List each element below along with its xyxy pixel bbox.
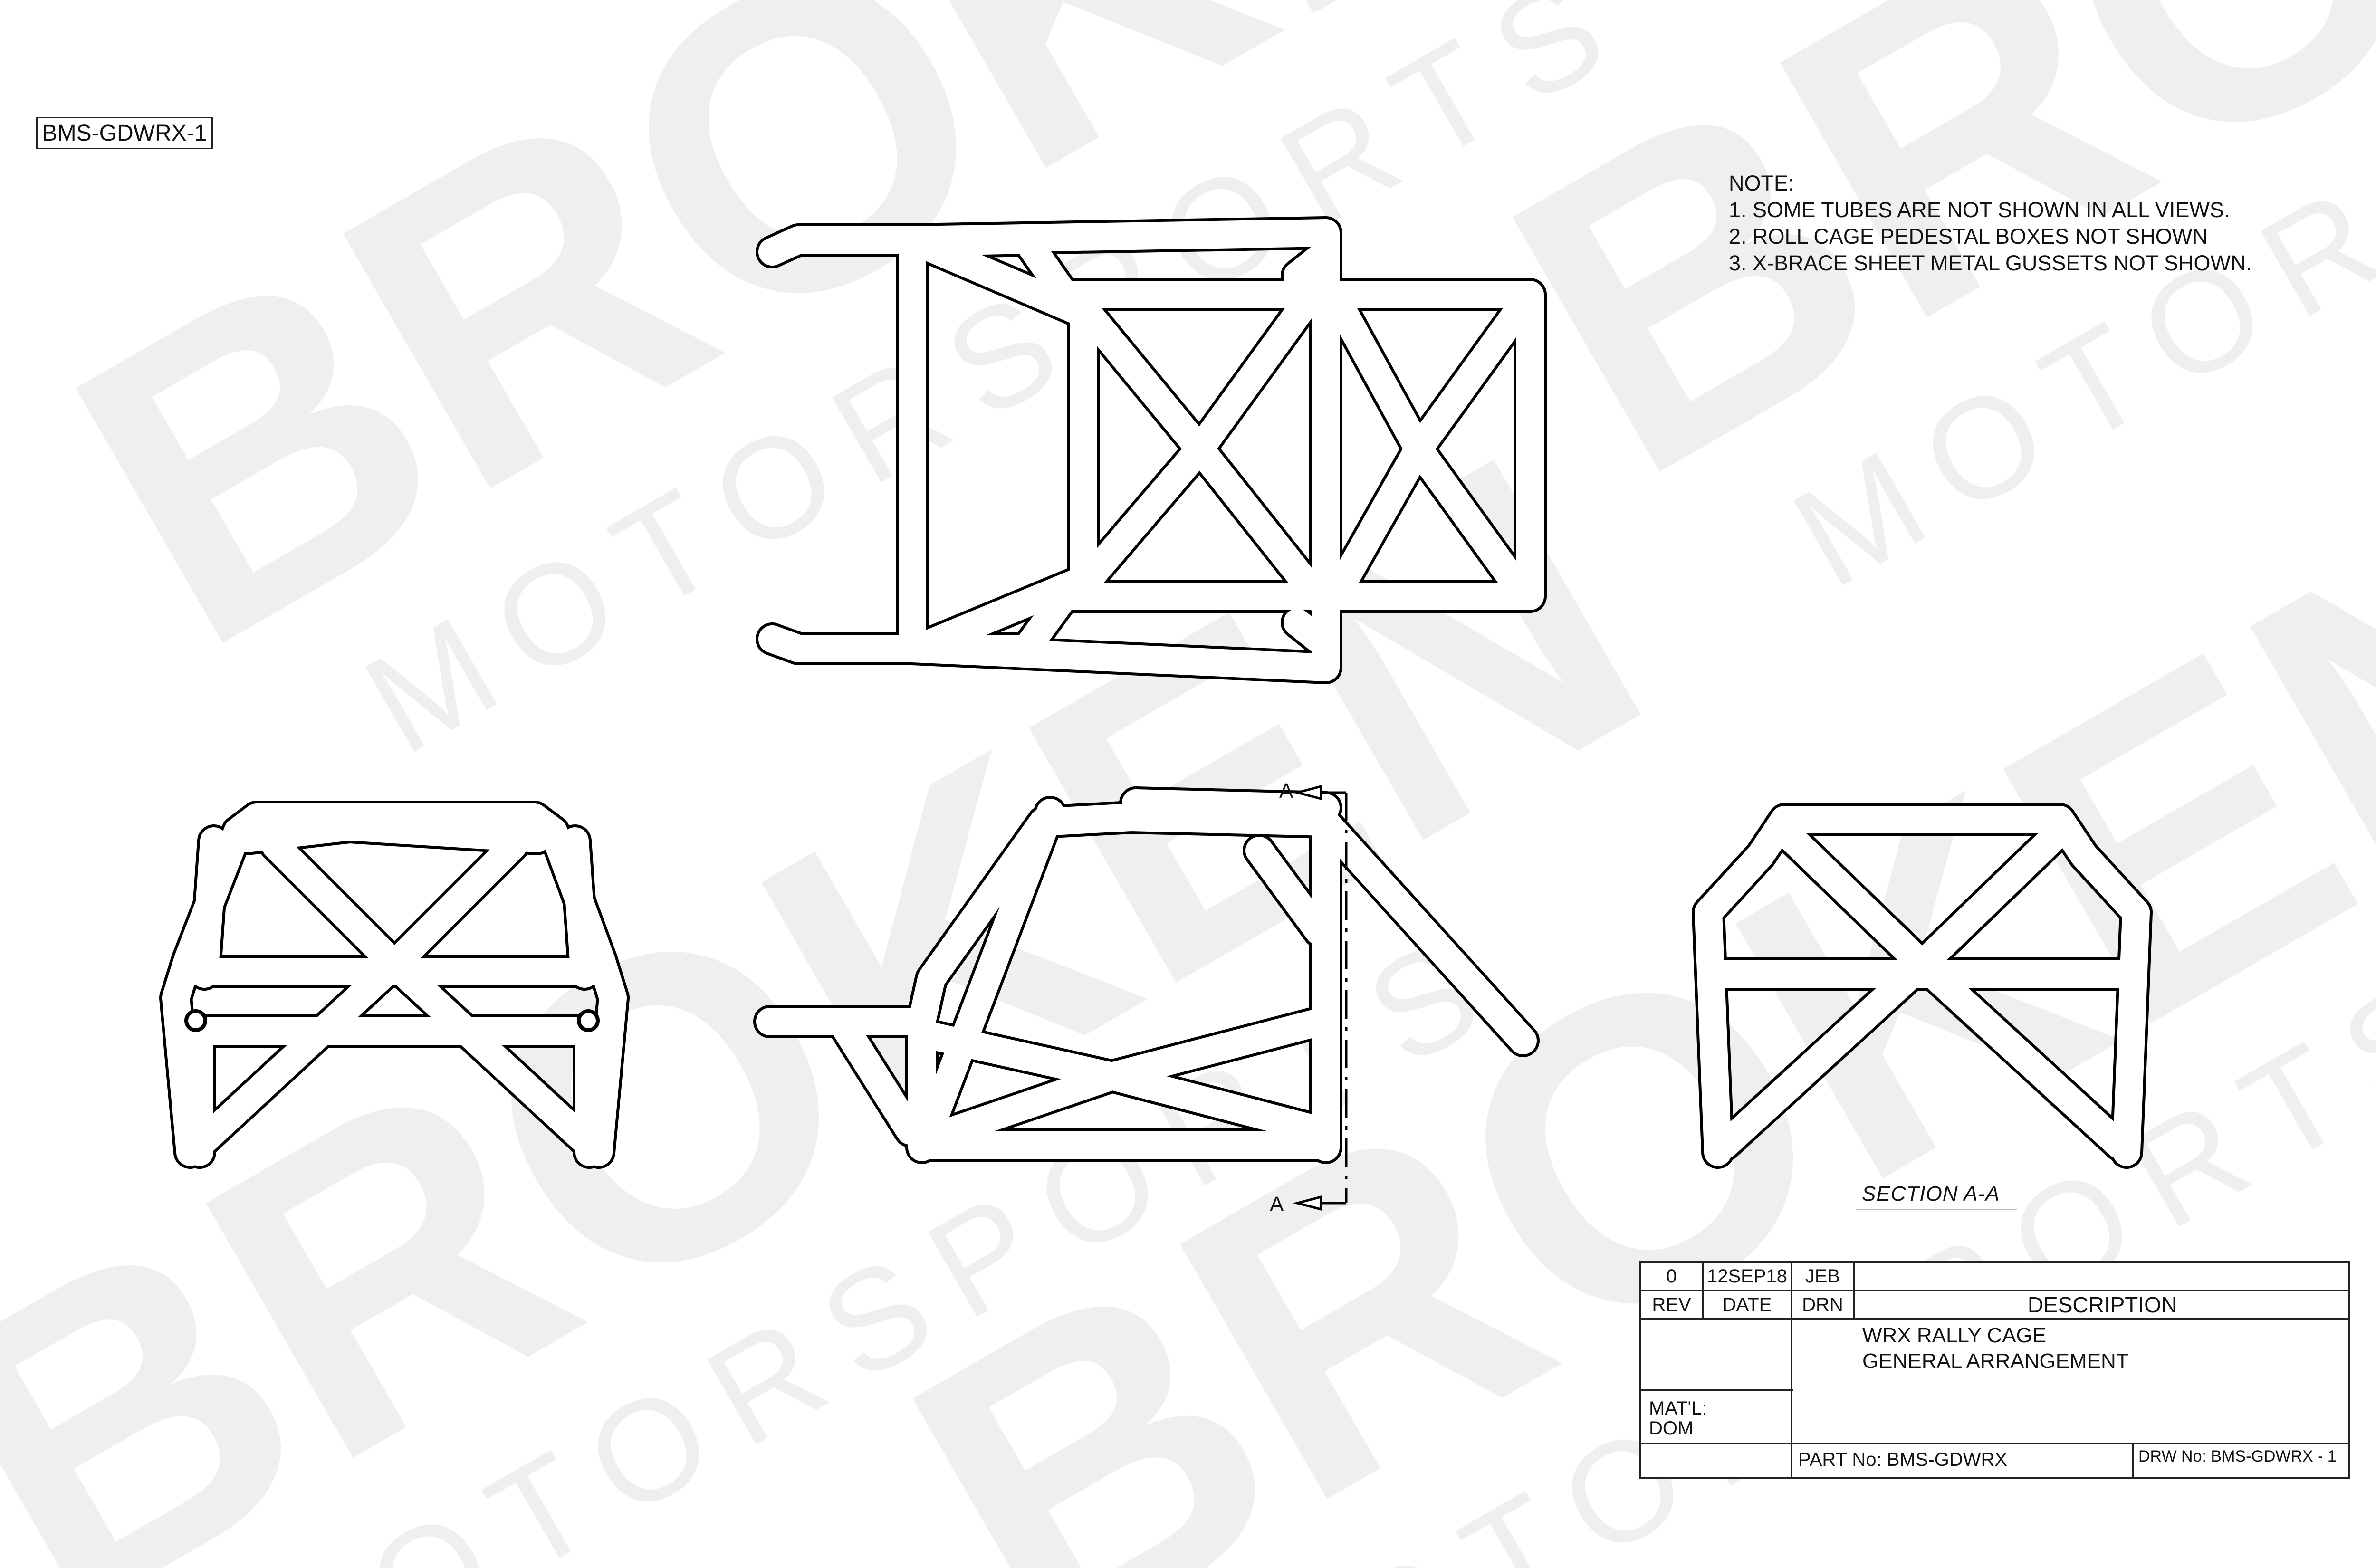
title-block-divider (2132, 1443, 2134, 1479)
notes-block: NOTE: 1. SOME TUBES ARE NOT SHOWN IN ALL… (1729, 170, 2252, 277)
drawing-number: DRW No: BMS-GDWRX - 1 (2138, 1447, 2337, 1465)
section-a-a-label: SECTION A-A (1862, 1182, 2000, 1205)
drawing-title-line-2: GENERAL ARRANGEMENT (1862, 1349, 2129, 1373)
note-item-2: 2. ROLL CAGE PEDESTAL BOXES NOT SHOWN (1729, 224, 2208, 249)
title-block-divider (1791, 1263, 1792, 1479)
date-value: 12SEP18 (1706, 1265, 1788, 1287)
top-view (756, 216, 1547, 684)
title-block-divider (1641, 1389, 1793, 1391)
rev-value: 0 (1666, 1265, 1677, 1287)
description-label: DESCRIPTION (2027, 1292, 2177, 1317)
note-item-3: 3. X-BRACE SHEET METAL GUSSETS NOT SHOWN… (1729, 251, 2252, 275)
title-block-divider (1702, 1263, 1704, 1319)
side-view (753, 784, 1540, 1211)
note-item-1: 1. SOME TUBES ARE NOT SHOWN IN ALL VIEWS… (1729, 198, 2230, 222)
section-cut-marker-top: A (1279, 779, 1293, 803)
drawing-id-label: BMS-GDWRX-1 (36, 117, 213, 149)
date-label: DATE (1722, 1294, 1772, 1315)
section-cut-marker-bottom: A (1270, 1193, 1284, 1216)
drn-label: DRN (1802, 1294, 1843, 1315)
rev-label: REV (1652, 1294, 1691, 1315)
part-number: PART No: BMS-GDWRX (1798, 1449, 2008, 1470)
front-view (159, 801, 630, 1169)
title-block-divider (1641, 1318, 2350, 1320)
notes-heading: NOTE: (1729, 171, 1794, 195)
title-block-divider (1641, 1443, 2350, 1444)
section-a-a-view (1692, 803, 2153, 1210)
drawing-title-line-1: WRX RALLY CAGE (1862, 1324, 2047, 1347)
title-block: 0 12SEP18 JEB REV DATE DRN DESCRIPTION W… (1639, 1261, 2350, 1479)
title-block-divider (1641, 1290, 2350, 1291)
title-block-divider (1853, 1263, 1855, 1319)
drn-value: JEB (1805, 1265, 1840, 1287)
material-label: MAT'L: (1649, 1397, 1707, 1419)
material-value: DOM (1649, 1417, 1694, 1439)
